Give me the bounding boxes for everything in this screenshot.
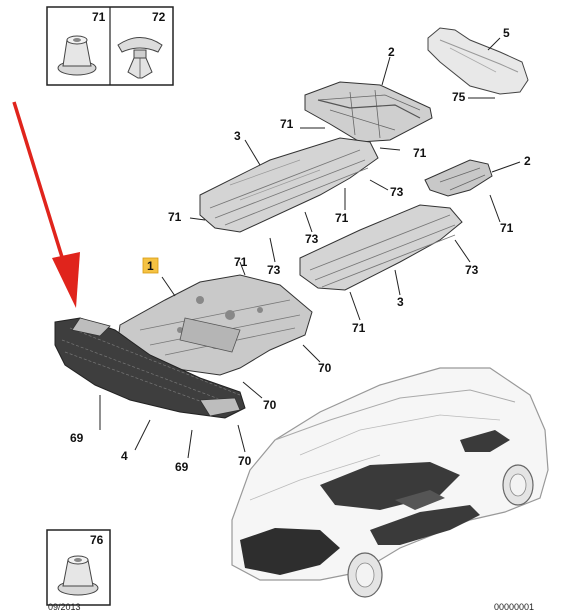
callout-71: 71 — [168, 210, 182, 224]
callout-71: 71 — [234, 255, 248, 269]
callout-4: 4 — [121, 449, 128, 463]
part-5-bracket — [427, 27, 529, 95]
callout-69: 69 — [175, 460, 189, 474]
callout-70: 70 — [238, 454, 252, 468]
callout-71: 71 — [500, 221, 514, 235]
vehicle-illustration — [231, 367, 549, 598]
callout-73: 73 — [465, 263, 479, 277]
fastener-box-71-72: 71 72 — [46, 6, 174, 86]
callout-labels: 5 2 75 71 71 3 73 2 71 71 73 71 73 73 1 … — [70, 26, 531, 474]
fastener-number-72: 72 — [152, 10, 166, 24]
callout-73: 73 — [305, 232, 319, 246]
part-1-highlight — [142, 257, 159, 274]
callout-71: 71 — [280, 117, 294, 131]
red-arrow-icon — [12, 101, 80, 308]
callout-71: 71 — [352, 321, 366, 335]
callout-1: 1 — [147, 259, 154, 273]
callout-70: 70 — [318, 361, 332, 375]
part-2-upper-shield — [304, 81, 433, 143]
fastener-box-76: 76 — [46, 529, 111, 606]
callout-73: 73 — [390, 185, 404, 199]
callout-71: 71 — [413, 146, 427, 160]
fastener-number-76: 76 — [90, 533, 104, 547]
part-4-front-shield — [54, 317, 246, 419]
callout-5: 5 — [503, 26, 510, 40]
callout-3: 3 — [397, 295, 404, 309]
part-2-side-piece — [424, 159, 493, 197]
callout-73: 73 — [267, 263, 281, 277]
fastener-number-71: 71 — [92, 10, 106, 24]
callout-3: 3 — [234, 129, 241, 143]
callout-75: 75 — [452, 90, 466, 104]
leader-lines — [99, 37, 521, 459]
push-rivet-icon — [117, 37, 163, 79]
flange-nut-icon — [57, 35, 97, 76]
flange-nut-icon — [57, 555, 99, 596]
callout-70: 70 — [263, 398, 277, 412]
part-3-lower-panel — [299, 204, 463, 291]
callout-2: 2 — [388, 45, 395, 59]
callout-2: 2 — [524, 154, 531, 168]
callout-69: 69 — [70, 431, 84, 445]
footer-code: 00000001 — [494, 602, 534, 611]
footer-date: 09/2013 — [48, 602, 81, 611]
part-3-upper-panel — [199, 137, 379, 233]
callout-71: 71 — [335, 211, 349, 225]
